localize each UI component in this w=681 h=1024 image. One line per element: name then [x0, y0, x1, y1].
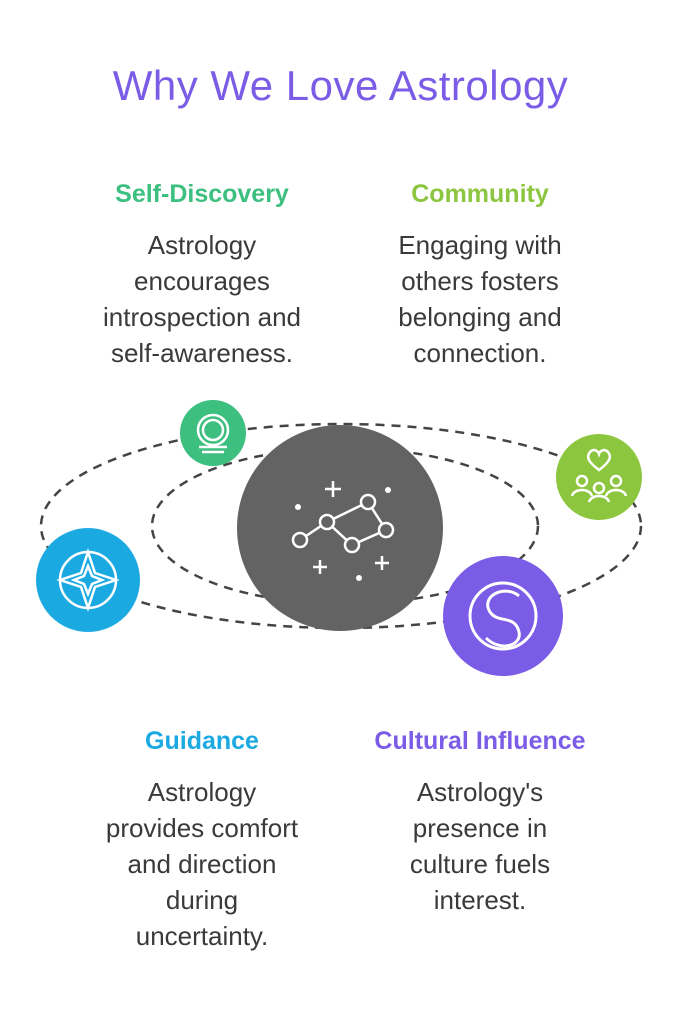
text-line: interest. [433, 885, 527, 915]
compass-star-icon [36, 528, 140, 632]
text-line: self-awareness. [110, 338, 294, 368]
cultural-influence-text: Astrology's presence in culture fuels in… [350, 774, 610, 918]
card-community: Community Engaging with others fosters b… [350, 180, 610, 371]
guidance-text: Astrology provides comfort and direction… [72, 774, 332, 954]
community-heading: Community [411, 180, 549, 208]
text-line: belonging and [398, 302, 562, 332]
text-line: uncertainty. [135, 921, 269, 951]
page-title: Why We Love Astrology [112, 62, 569, 109]
text-line: and direction [127, 849, 277, 879]
text-line: culture fuels [409, 849, 551, 879]
text-line: others fosters [401, 266, 559, 296]
card-guidance: Guidance Astrology provides comfort and … [72, 727, 332, 954]
mirror-icon [180, 400, 246, 466]
cultural-influence-heading: Cultural Influence [374, 727, 586, 755]
orbit-diagram [36, 400, 643, 676]
self-discovery-heading: Self-Discovery [115, 180, 289, 208]
text-line: Engaging with [398, 230, 562, 260]
text-line: Astrology [147, 230, 257, 260]
people-heart-icon [556, 434, 642, 520]
guidance-heading: Guidance [145, 727, 259, 755]
constellation-icon [237, 425, 443, 631]
community-text: Engaging with others fosters belonging a… [350, 227, 610, 371]
swirl-icon [443, 556, 563, 676]
self-discovery-text: Astrology encourages introspection and s… [72, 227, 332, 371]
text-line: presence in [412, 813, 548, 843]
inner-orbit [150, 446, 540, 606]
text-line: encourages [134, 266, 270, 296]
text-line: connection. [413, 338, 547, 368]
card-self-discovery: Self-Discovery Astrology encourages intr… [72, 180, 332, 371]
text-line: Astrology's [416, 777, 544, 807]
text-line: introspection and [102, 302, 302, 332]
text-line: Astrology [147, 777, 257, 807]
text-line: provides comfort [105, 813, 299, 843]
text-line: during [165, 885, 239, 915]
card-cultural-influence: Cultural Influence Astrology's presence … [350, 727, 610, 918]
outer-orbit [39, 422, 643, 630]
